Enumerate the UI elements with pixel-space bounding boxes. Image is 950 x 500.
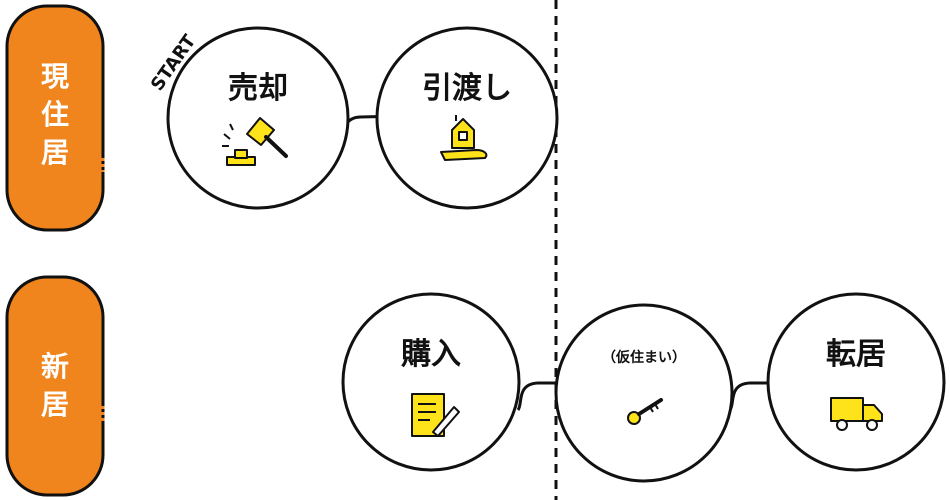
step-temp-subtitle: （仮住まい） [602, 349, 686, 366]
row-label-current-home: 現 住 居 [5, 4, 105, 232]
row-label-current-line-1: 現 [41, 60, 69, 93]
row-label-new-home: 新 居 [5, 275, 105, 497]
step-sell-title: 売却 [228, 71, 288, 106]
step-handover: 引渡し [375, 26, 559, 210]
row-label-new-line-1: 新 [41, 350, 69, 383]
key-icon [627, 398, 663, 425]
row-label-new-line-2: 居 [41, 388, 69, 421]
row-label-current-line-2: 住 [41, 98, 69, 131]
step-handover-title: 引渡し [422, 71, 512, 106]
delivery-truck-icon [830, 397, 883, 431]
house-in-hand-icon [440, 115, 488, 161]
step-temporary-housing: （仮住まい） [554, 303, 734, 483]
row-label-current-line-3: 居 [41, 136, 69, 169]
arrow-purchase-to-temp [516, 374, 596, 411]
step-move-title: 転居 [826, 337, 886, 372]
step-move: 転居 [766, 292, 946, 472]
step-purchase: 購入 [341, 292, 521, 472]
gavel-icon [222, 117, 288, 166]
document-pen-icon [411, 393, 460, 437]
step-purchase-title: 購入 [401, 337, 461, 372]
step-sell: 売却 [166, 26, 350, 210]
